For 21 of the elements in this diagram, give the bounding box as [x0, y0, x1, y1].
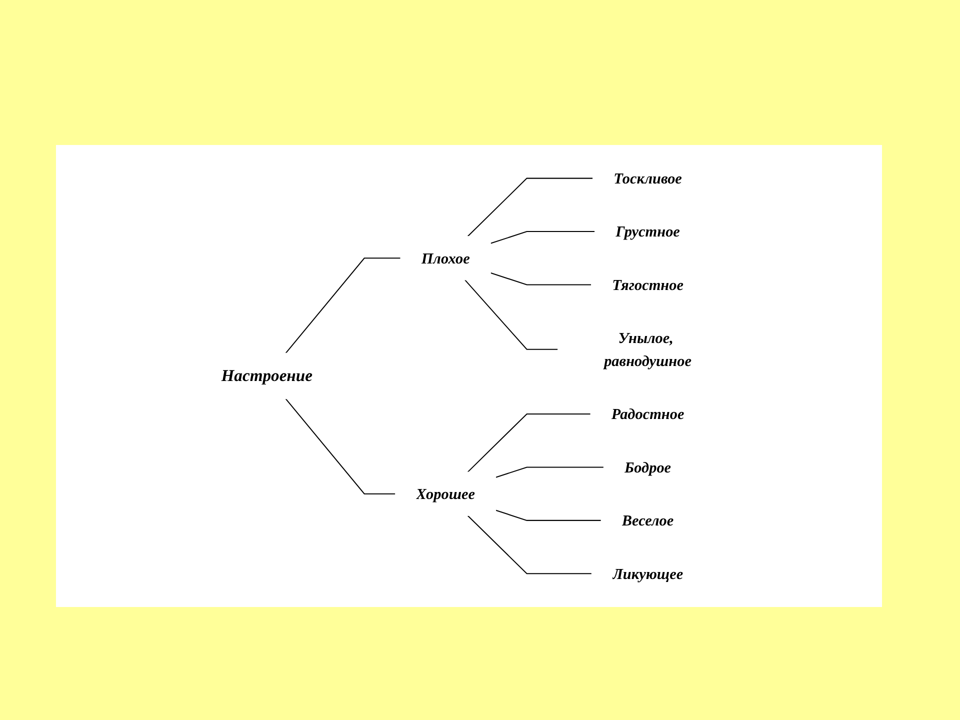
connector	[285, 398, 396, 494]
node-text: Ликующее	[612, 565, 683, 582]
node-text: Унылое, равнодушное	[604, 329, 692, 370]
connector	[495, 510, 602, 521]
node-text: Тягостное	[612, 276, 684, 294]
connector	[285, 258, 400, 354]
connector	[467, 515, 592, 574]
node-text: Веселое	[622, 512, 674, 530]
node-text: Тоскливое	[614, 170, 682, 187]
node-text: Настроение	[221, 367, 312, 385]
connector	[464, 280, 558, 350]
connector	[467, 178, 593, 237]
node-text: Грустное	[616, 222, 680, 240]
node-text: Хорошее	[416, 485, 475, 502]
node-text: Плохое	[421, 250, 470, 267]
connector	[490, 272, 592, 286]
connector	[490, 231, 595, 244]
node-text: Бодрое	[624, 458, 671, 476]
node-text: Радостное	[611, 405, 684, 423]
connector	[495, 466, 604, 478]
connector	[467, 414, 591, 472]
